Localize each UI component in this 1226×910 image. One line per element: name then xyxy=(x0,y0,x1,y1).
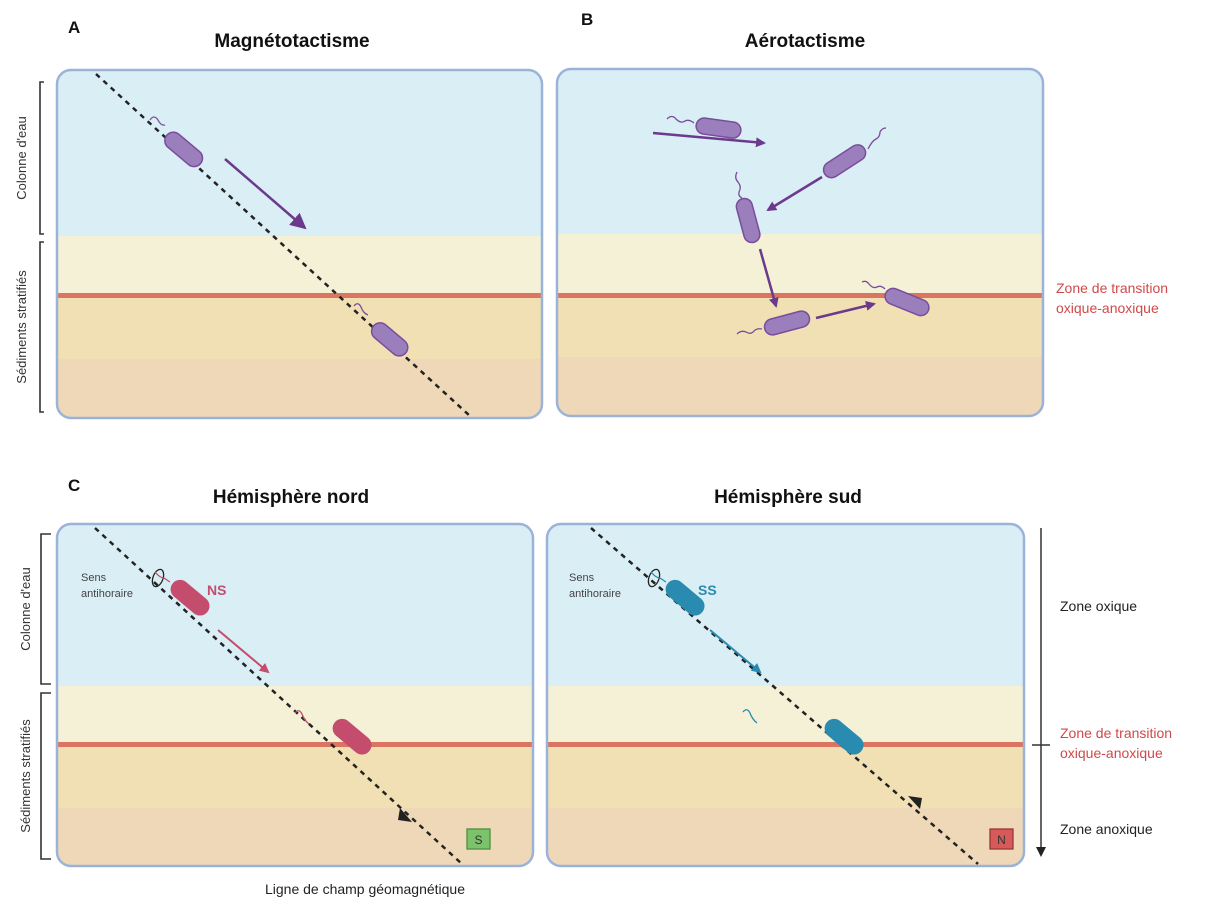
flagellum xyxy=(154,571,171,583)
side-brackets-bottom: Colonne d'eau Sédiments stratifiés xyxy=(18,533,51,860)
flagellum xyxy=(742,709,758,724)
bracket-sediments xyxy=(39,241,44,413)
flagellum xyxy=(650,571,667,583)
ss-bacterium xyxy=(665,579,705,616)
panel-a-layers xyxy=(57,70,542,418)
ss-label: SS xyxy=(698,582,717,598)
field-line xyxy=(94,527,463,865)
label-water-column: Colonne d'eau xyxy=(18,567,33,650)
movement-arrow xyxy=(709,629,762,674)
sediment-mid-layer xyxy=(57,294,542,359)
ss-bacterium xyxy=(824,718,864,755)
panel-b-letter: B xyxy=(581,10,593,29)
bracket-sediments xyxy=(40,692,51,860)
water-layer xyxy=(57,524,533,686)
sediment-top-layer xyxy=(557,234,1043,294)
bacterium xyxy=(736,310,811,336)
sediment-top-layer xyxy=(57,686,533,743)
bracket-water xyxy=(39,81,44,235)
panel-c-south: Hémisphère sud Sens antihoraire SS N xyxy=(545,487,1026,868)
ns-label: NS xyxy=(207,582,226,598)
bacterium xyxy=(735,171,761,244)
sediment-top-layer xyxy=(547,686,1024,743)
bacterium xyxy=(666,115,742,139)
panel-b-frame xyxy=(555,67,1045,418)
sediment-mid-layer xyxy=(57,743,533,808)
water-layer xyxy=(57,70,542,236)
movement-arrow xyxy=(652,131,766,148)
side-brackets-top: Colonne d'eau Sédiments stratifiés xyxy=(14,81,44,413)
movement-arrow xyxy=(217,629,270,674)
transition-line xyxy=(547,742,1024,747)
flagellum xyxy=(294,710,310,725)
movement-arrow xyxy=(224,158,307,230)
bracket-water xyxy=(40,533,51,685)
panel-c-north-frame xyxy=(55,522,535,868)
rotation-label-1: Sens xyxy=(81,572,107,584)
zone-axis: Zone oxique Zone de transition oxique-an… xyxy=(1032,528,1172,857)
label-sediments: Sédiments stratifiés xyxy=(18,719,33,833)
panel-b-title: Aérotactisme xyxy=(745,31,865,52)
water-layer xyxy=(557,69,1043,234)
zone-anoxic-label: Zone anoxique xyxy=(1060,821,1153,837)
rotation-label-2: antihoraire xyxy=(569,588,621,600)
sediment-bottom-layer xyxy=(57,359,542,418)
panel-a: A Magnétotactisme xyxy=(55,18,544,420)
field-line-caption: Ligne de champ géomagnétique xyxy=(265,881,465,897)
panel-c-south-frame xyxy=(545,522,1026,868)
water-layer xyxy=(547,524,1024,686)
movement-arrow xyxy=(758,248,779,308)
panel-b: B Aérotactisme xyxy=(555,10,1168,418)
bacterium xyxy=(861,280,930,317)
ns-bacterium xyxy=(332,718,372,755)
panel-a-title: Magnétotactisme xyxy=(214,31,369,52)
field-direction-arrowhead xyxy=(908,796,922,809)
panel-a-letter: A xyxy=(68,18,80,37)
magnet-n-label: N xyxy=(997,833,1006,847)
magnet-s xyxy=(466,828,491,850)
panel-b-layers xyxy=(557,69,1043,416)
panel-c-north-title: Hémisphère nord xyxy=(213,487,369,508)
bacterium xyxy=(822,127,887,179)
rotation-icon xyxy=(647,568,661,588)
panel-c-north: C Hémisphère nord Sens antihoraire NS S xyxy=(55,476,535,868)
sediment-top-layer xyxy=(57,236,542,294)
field-line xyxy=(95,73,471,417)
sediment-mid-layer xyxy=(547,743,1024,808)
sediment-bottom-layer xyxy=(57,808,533,866)
zone-transition-label-1: Zone de transition xyxy=(1060,725,1172,741)
transition-label-line1: Zone de transition xyxy=(1056,280,1168,296)
panel-c-letter: C xyxy=(68,476,80,495)
rotation-icon xyxy=(151,568,165,588)
zone-oxic-label: Zone oxique xyxy=(1060,598,1137,614)
transition-line xyxy=(57,293,542,298)
panel-c-south-title: Hémisphère sud xyxy=(714,487,862,508)
movement-arrow xyxy=(815,301,876,320)
rotation-label-1: Sens xyxy=(569,572,595,584)
transition-label-line2: oxique-anoxique xyxy=(1056,300,1159,316)
zone-transition-label-2: oxique-anoxique xyxy=(1060,745,1163,761)
panel-c-north-layers xyxy=(57,524,533,866)
rotation-label-2: antihoraire xyxy=(81,588,133,600)
bacterium xyxy=(353,303,409,357)
ns-bacterium xyxy=(170,579,210,616)
panel-c-south-layers xyxy=(547,524,1024,866)
field-direction-arrowhead xyxy=(398,808,412,822)
bacterium xyxy=(149,116,204,168)
magnet-n xyxy=(989,828,1014,850)
magnet-s-label: S xyxy=(474,833,482,847)
label-sediments: Sédiments stratifiés xyxy=(14,270,29,384)
transition-line xyxy=(57,742,533,747)
label-water-column: Colonne d'eau xyxy=(14,116,29,199)
movement-arrow xyxy=(766,175,823,212)
sediment-bottom-layer xyxy=(557,357,1043,416)
transition-line xyxy=(557,293,1043,298)
panel-a-frame xyxy=(55,68,544,420)
sediment-bottom-layer xyxy=(547,808,1024,866)
